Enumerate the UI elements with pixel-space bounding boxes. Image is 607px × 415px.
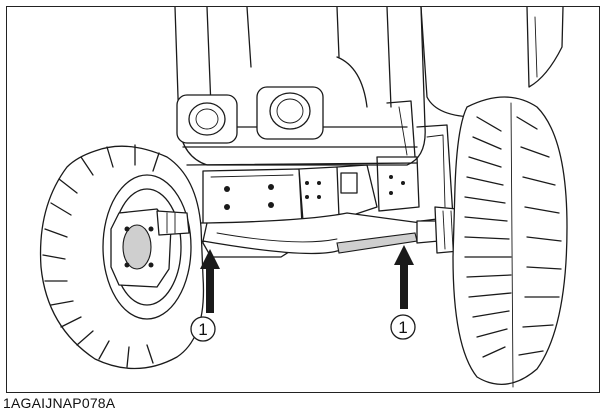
callout-right: 1 [390, 314, 416, 340]
chassis [186, 100, 454, 222]
arrow-left [200, 249, 220, 313]
right-wheel [452, 96, 568, 388]
right-headlight [256, 86, 324, 140]
callout-left: 1 [190, 316, 216, 342]
figure-frame: 1 1 [6, 6, 600, 393]
tractor-front-axle-drawing: 1 1 [39, 6, 568, 388]
figure-code: 1AGAIJNAP078A [3, 395, 116, 411]
left-headlight [176, 94, 238, 144]
callout-label: 1 [198, 320, 207, 339]
callout-label: 1 [398, 318, 407, 337]
arrow-right [394, 245, 414, 309]
left-wheel [39, 144, 205, 370]
